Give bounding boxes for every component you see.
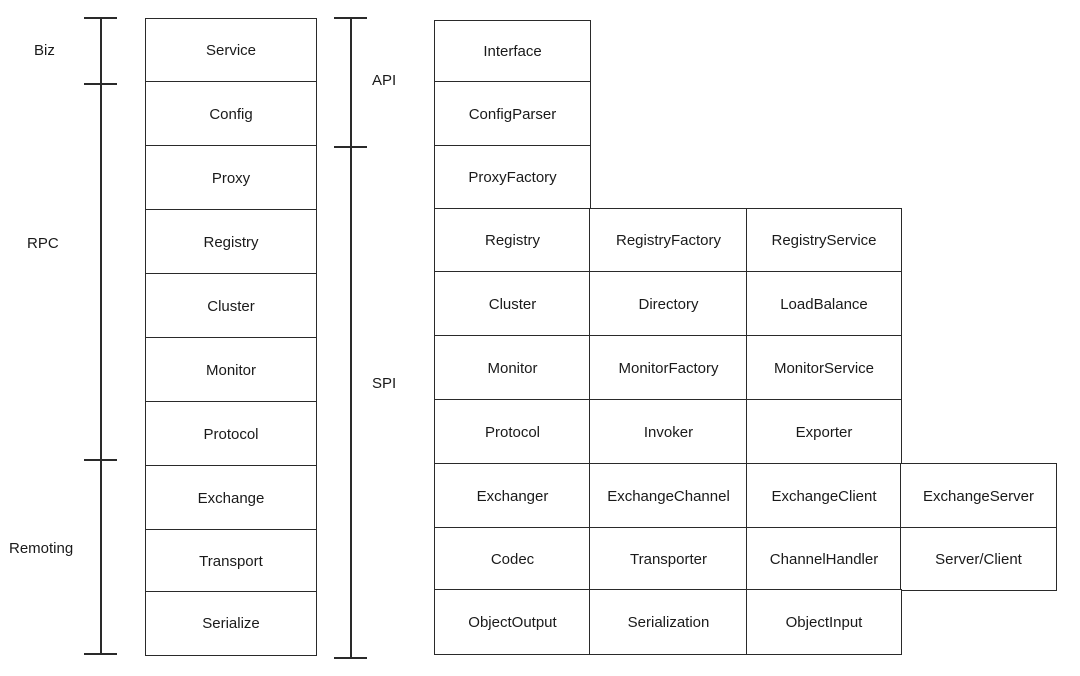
grid-cell: ExchangeClient [746,463,902,529]
layer-bracket-tick-biz-rpc [84,83,117,85]
group-label-biz: Biz [34,42,55,59]
grid-cell: ConfigParser [434,81,591,147]
grid-cell: RegistryService [746,208,902,273]
grid-cell: MonitorFactory [589,335,748,401]
grid-cell: Exchanger [434,463,591,529]
layer-proxy: Proxy [145,145,317,211]
api-spi-tick-top [334,17,367,19]
grid-cell: ExchangeServer [900,463,1057,529]
grid-cell: Transporter [589,527,748,591]
label-api: API [372,72,397,89]
layer-bracket-tick-rpc-remoting [84,459,117,461]
api-spi-tick-bottom [334,657,367,659]
grid-cell: MonitorService [746,335,902,401]
api-spi-bracket-line [350,18,352,658]
grid-cell: ExchangeChannel [589,463,748,529]
grid-cell: ObjectInput [746,589,902,655]
layer-monitor: Monitor [145,337,317,403]
grid-cell: Interface [434,20,591,83]
grid-cell: RegistryFactory [589,208,748,273]
grid-cell: ChannelHandler [746,527,902,591]
grid-cell: LoadBalance [746,271,902,337]
layer-service: Service [145,18,317,83]
group-label-remoting: Remoting [9,540,74,557]
layer-bracket-line [100,18,102,654]
layer-protocol: Protocol [145,401,317,467]
layer-bracket-tick-top [84,17,117,19]
grid-cell: ProxyFactory [434,145,591,210]
grid-cell: Server/Client [900,527,1057,591]
grid-cell: Serialization [589,589,748,655]
layer-transport: Transport [145,529,317,593]
grid-cell: Monitor [434,335,591,401]
group-label-rpc: RPC [27,235,59,252]
layer-config: Config [145,81,317,147]
grid-cell: Invoker [589,399,748,465]
layer-bracket-tick-bottom [84,653,117,655]
layer-serialize: Serialize [145,591,317,656]
grid-cell: Exporter [746,399,902,465]
grid-cell: Protocol [434,399,591,465]
label-spi: SPI [372,375,397,392]
api-spi-tick-middle [334,146,367,148]
layer-registry: Registry [145,209,317,275]
grid-cell: ObjectOutput [434,589,591,655]
layer-exchange: Exchange [145,465,317,531]
layer-cluster: Cluster [145,273,317,339]
grid-cell: Cluster [434,271,591,337]
grid-cell: Directory [589,271,748,337]
grid-cell: Codec [434,527,591,591]
grid-cell: Registry [434,208,591,273]
